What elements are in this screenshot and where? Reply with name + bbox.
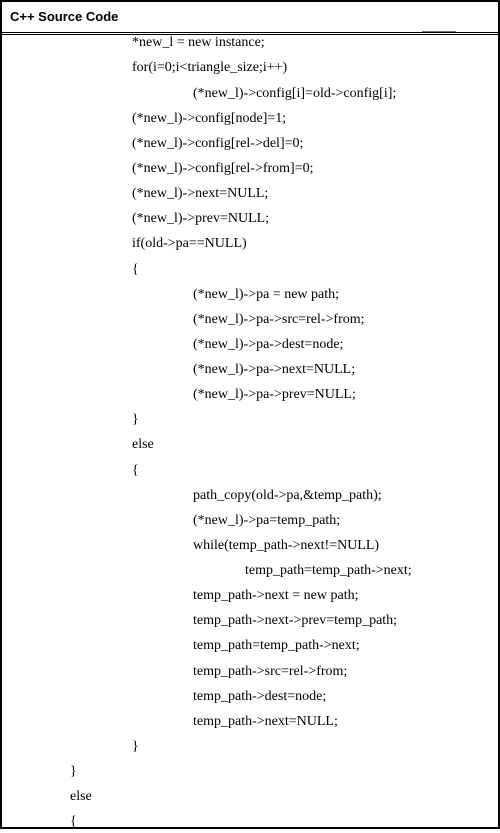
- code-line: if(old->pa==NULL): [132, 236, 247, 251]
- code-line: }: [70, 764, 77, 779]
- code-line: else: [70, 789, 92, 804]
- code-line: temp_path->next->prev=temp_path;: [193, 613, 398, 628]
- code-line: temp_path->dest=node;: [193, 689, 327, 704]
- code-line: (*new_l)->config[i]=old->config[i];: [193, 86, 397, 101]
- code-line: else: [132, 437, 154, 452]
- code-line: for(i=0;i<triangle_size;i++): [132, 60, 288, 75]
- code-line: {: [132, 463, 139, 478]
- code-line: *new_l = new instance;: [132, 35, 265, 50]
- code-line: (*new_l)->pa->src=rel->from;: [193, 312, 365, 327]
- code-line: (*new_l)->config[rel->del]=0;: [132, 136, 304, 151]
- code-line: while(temp_path->next!=NULL): [193, 538, 380, 553]
- code-line: {: [132, 262, 139, 277]
- code-line: temp_path->next = new path;: [193, 588, 359, 603]
- code-line: }: [132, 739, 139, 754]
- code-line: path_copy(old->pa,&temp_path);: [193, 488, 382, 503]
- code-line: (*new_l)->pa->prev=NULL;: [193, 387, 356, 402]
- code-line: (*new_l)->pa=temp_path;: [193, 513, 341, 528]
- code-line: temp_path=temp_path->next;: [193, 638, 360, 653]
- code-line: (*new_l)->config[rel->from]=0;: [132, 161, 314, 176]
- code-line: temp_path=temp_path->next;: [245, 563, 412, 578]
- code-line: }: [132, 412, 139, 427]
- code-line: (*new_l)->prev=NULL;: [132, 211, 270, 226]
- code-line: (*new_l)->pa->next=NULL;: [193, 362, 356, 377]
- header-divider: [2, 34, 498, 35]
- code-line: temp_path->src=rel->from;: [193, 664, 348, 679]
- code-line: {: [70, 814, 77, 829]
- code-line: (*new_l)->next=NULL;: [132, 186, 269, 201]
- code-line: temp_path->next=NULL;: [193, 714, 338, 729]
- code-line: (*new_l)->config[node]=1;: [132, 111, 287, 126]
- code-line: (*new_l)->pa->dest=node;: [193, 337, 344, 352]
- header-dash-mark: [422, 31, 456, 32]
- listing-title: C++ Source Code: [10, 9, 119, 24]
- code-line: (*new_l)->pa = new path;: [193, 287, 340, 302]
- listing-header: C++ Source Code: [2, 2, 498, 33]
